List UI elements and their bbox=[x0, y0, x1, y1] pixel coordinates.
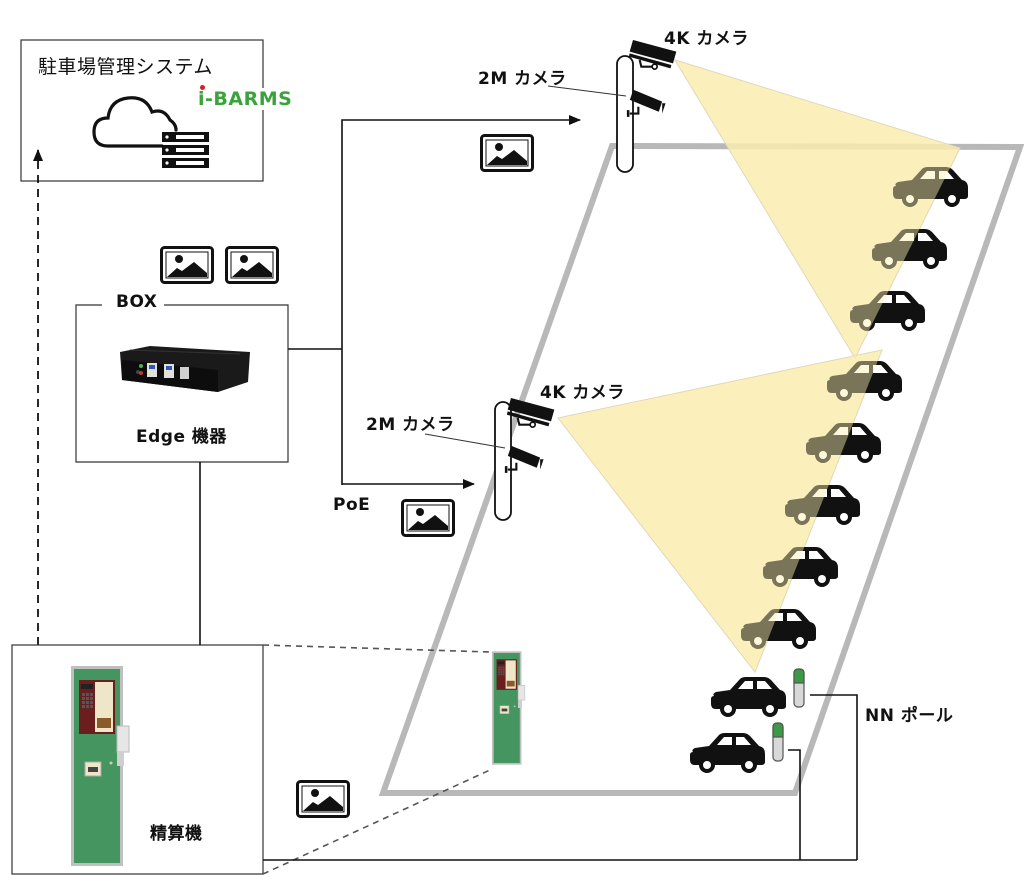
camera-4k-label-top: 4K カメラ bbox=[664, 29, 749, 49]
camera-4k-label-middle: 4K カメラ bbox=[540, 383, 625, 403]
image-icon bbox=[160, 246, 214, 284]
mini-pc-icon bbox=[120, 346, 250, 392]
camera-pole-icon bbox=[494, 401, 512, 521]
image-icon bbox=[296, 780, 350, 818]
label-leader-2m-top bbox=[547, 85, 627, 97]
trunk-line bbox=[341, 115, 581, 485]
box-group-label: BOX bbox=[112, 292, 162, 312]
car-icon bbox=[690, 733, 765, 773]
camera-pole-top bbox=[547, 38, 678, 173]
car-icon bbox=[711, 677, 786, 717]
payment-machine-label: 精算機 bbox=[150, 824, 203, 844]
image-icon bbox=[480, 134, 534, 172]
label-leader-2m-middle bbox=[424, 433, 506, 449]
image-icon bbox=[225, 246, 279, 284]
coverage-overlay-middle bbox=[558, 350, 882, 672]
edge-box-frame bbox=[75, 304, 289, 463]
nn-pole-icon bbox=[793, 668, 805, 708]
nn-pole-connector-1 bbox=[810, 694, 858, 860]
camera-2m-label-top: 2M カメラ bbox=[478, 69, 567, 89]
nn-pole-connector-2 bbox=[788, 749, 801, 860]
nn-pole-label: NN ポール bbox=[865, 706, 954, 726]
coverage-overlay-top bbox=[675, 60, 960, 358]
logo-text: i-BARMS bbox=[198, 88, 293, 110]
edge-device-label: Edge 機器 bbox=[136, 427, 227, 447]
camera-pole-middle bbox=[424, 396, 556, 521]
management-system-box bbox=[20, 39, 264, 182]
i-barms-logo: i-BARMS bbox=[196, 85, 295, 110]
logo-dot bbox=[200, 85, 205, 90]
management-system-title: 駐車場管理システム bbox=[38, 56, 213, 78]
cloud-server-icon bbox=[92, 96, 209, 168]
nn-pole-icon bbox=[772, 722, 784, 762]
payment-machine-icon bbox=[70, 666, 130, 866]
poe-label: PoE bbox=[333, 495, 371, 515]
projection-line-top bbox=[262, 644, 491, 653]
image-icon bbox=[401, 499, 455, 537]
projection-line-bottom bbox=[262, 769, 491, 875]
payment-machine-small-icon bbox=[492, 651, 526, 765]
camera-2m-label-middle: 2M カメラ bbox=[366, 415, 455, 435]
payment-machine-box bbox=[11, 644, 264, 875]
